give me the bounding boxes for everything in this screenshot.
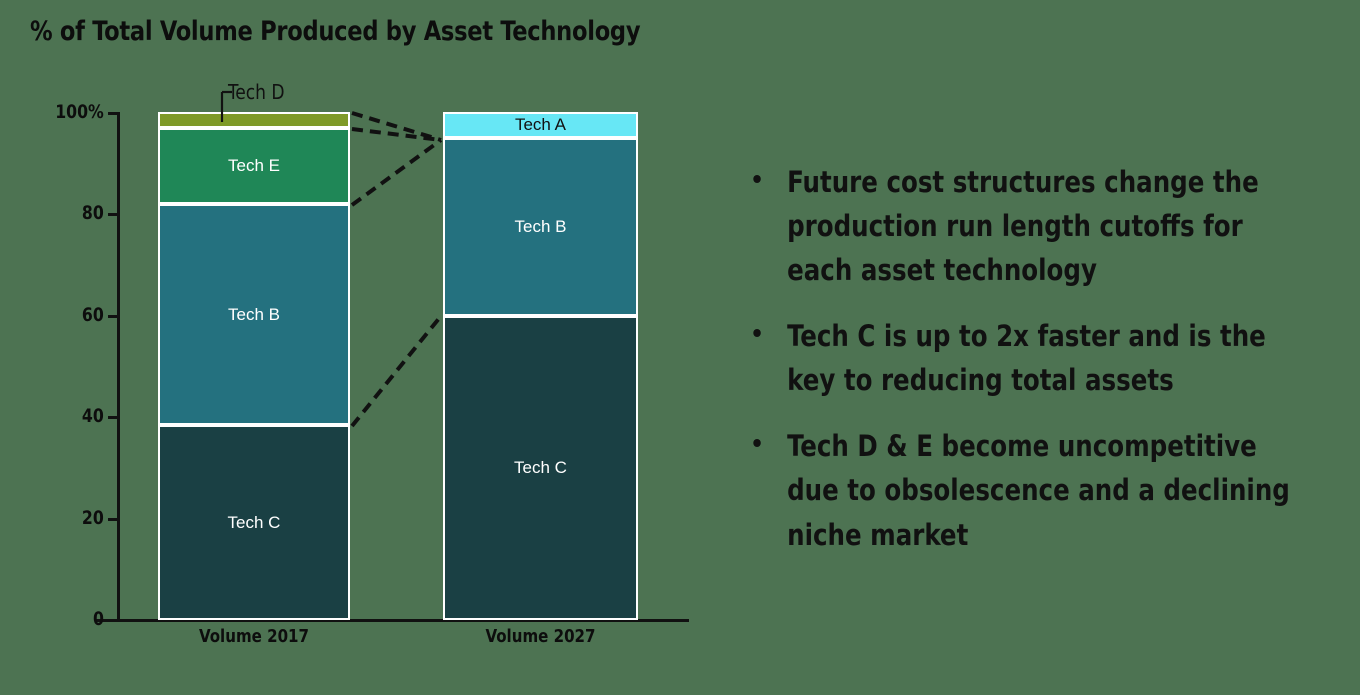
bullet-dot-icon (753, 439, 761, 448)
y-tick-label-60: 60 (82, 304, 104, 326)
connector-techb-bottom (350, 314, 443, 428)
page-title: % of Total Volume Produced by Asset Tech… (30, 16, 641, 47)
insights-list: Future cost structures change the produc… (742, 160, 1342, 579)
y-tick-mark-100 (108, 112, 118, 115)
y-tick-mark-20 (108, 518, 118, 521)
connector-teche-bottom (350, 138, 443, 207)
bullet-item-3: Tech D & E become uncompetitive due to o… (742, 424, 1306, 556)
y-tick-label-80: 80 (82, 202, 104, 224)
y-tick-mark-60 (108, 315, 118, 318)
bullet-item-1: Future cost structures change the produc… (742, 160, 1306, 292)
y-tick-mark-40 (108, 416, 118, 419)
stacked-bar-chart: 100% 80 60 40 20 0 Tech E Tech B Tech C (55, 80, 689, 647)
y-tick-label-40: 40 (82, 405, 104, 427)
bullet-text-3: Tech D & E become uncompetitive due to o… (787, 429, 1290, 552)
bullet-item-2: Tech C is up to 2x faster and is the key… (742, 314, 1306, 402)
y-tick-label-100: 100% (55, 101, 104, 123)
bullet-dot-icon (753, 329, 761, 338)
segment-2017-tech-d[interactable] (158, 112, 350, 128)
y-tick-mark-0 (108, 619, 118, 622)
callout-label-tech-d: Tech D (228, 80, 285, 104)
y-tick-label-20: 20 (82, 507, 104, 529)
bar-volume-2027[interactable]: Tech A Tech B Tech C (443, 112, 638, 620)
bullet-text-1: Future cost structures change the produc… (787, 165, 1259, 288)
x-axis-label-volume-2017: Volume 2017 (198, 626, 310, 647)
connector-techd-bottom (351, 127, 442, 142)
y-axis-line (117, 112, 120, 622)
bullet-text-2: Tech C is up to 2x faster and is the key… (787, 319, 1266, 398)
segment-2027-tech-c[interactable]: Tech C (443, 316, 638, 620)
bullet-dot-icon (753, 175, 761, 184)
x-axis-line (95, 619, 689, 622)
segment-2017-tech-c[interactable]: Tech C (158, 425, 350, 620)
connector-overlay (220, 90, 443, 428)
connector-techd-top (351, 111, 442, 142)
y-tick-mark-80 (108, 213, 118, 216)
y-tick-label-0: 0 (93, 608, 104, 630)
x-axis-label-volume-2027: Volume 2027 (485, 626, 596, 647)
